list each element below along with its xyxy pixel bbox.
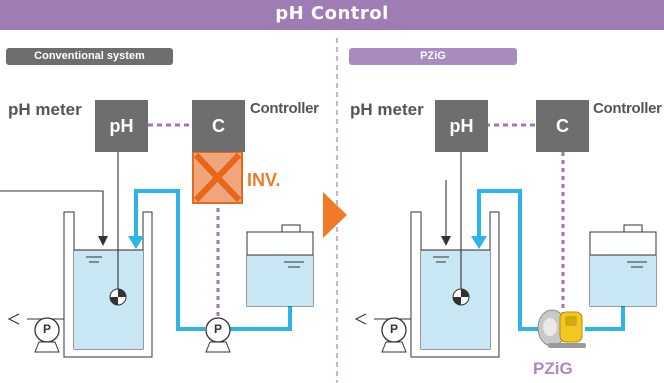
ph-meter-box-right: pH xyxy=(435,100,488,152)
inverter-label: INV. xyxy=(247,170,281,190)
dosing-pipe-right xyxy=(477,189,541,331)
dosing-arrow-icon xyxy=(128,236,144,249)
inflow-line xyxy=(0,190,104,236)
ph-meter-label: pH meter xyxy=(8,100,82,119)
title-bar xyxy=(0,0,664,30)
dosing-pump-icon xyxy=(205,317,231,343)
pzig-pump-label: PZiG xyxy=(533,359,573,378)
outflow-pump-symbol-right: P xyxy=(389,322,398,336)
outflow-pump-icon xyxy=(34,317,60,343)
controller-box-right: C xyxy=(536,100,589,152)
pzig-tag: PZiG xyxy=(349,48,517,65)
dosing-pump-symbol: P xyxy=(213,322,222,336)
conventional-system-tag: Conventional system xyxy=(6,48,173,65)
outflow-arrow-icon-right xyxy=(354,313,367,325)
pzig-pump-icon xyxy=(537,309,586,348)
dosing-pipe-supply xyxy=(230,306,292,331)
outflow-pump-symbol: P xyxy=(42,322,51,336)
dosing-pipe xyxy=(134,189,205,331)
inflow-arrow-icon xyxy=(98,236,108,246)
controller-label-right: Controller xyxy=(593,100,662,117)
controller-box: C xyxy=(192,100,245,152)
transition-arrow-icon xyxy=(323,192,347,238)
controller-label: Controller xyxy=(250,100,319,117)
page-title: pH Control xyxy=(275,3,389,24)
outflow-arrow-icon xyxy=(7,313,20,325)
inflow-arrow-icon-right xyxy=(441,236,451,246)
ph-meter-label-right: pH meter xyxy=(350,100,424,119)
dosing-pipe-supply-right xyxy=(585,306,625,331)
outflow-pump-icon-right xyxy=(381,317,407,343)
tank-liquid xyxy=(74,250,143,349)
dosing-arrow-icon-right xyxy=(471,236,487,249)
ph-meter-box: pH xyxy=(95,100,148,152)
